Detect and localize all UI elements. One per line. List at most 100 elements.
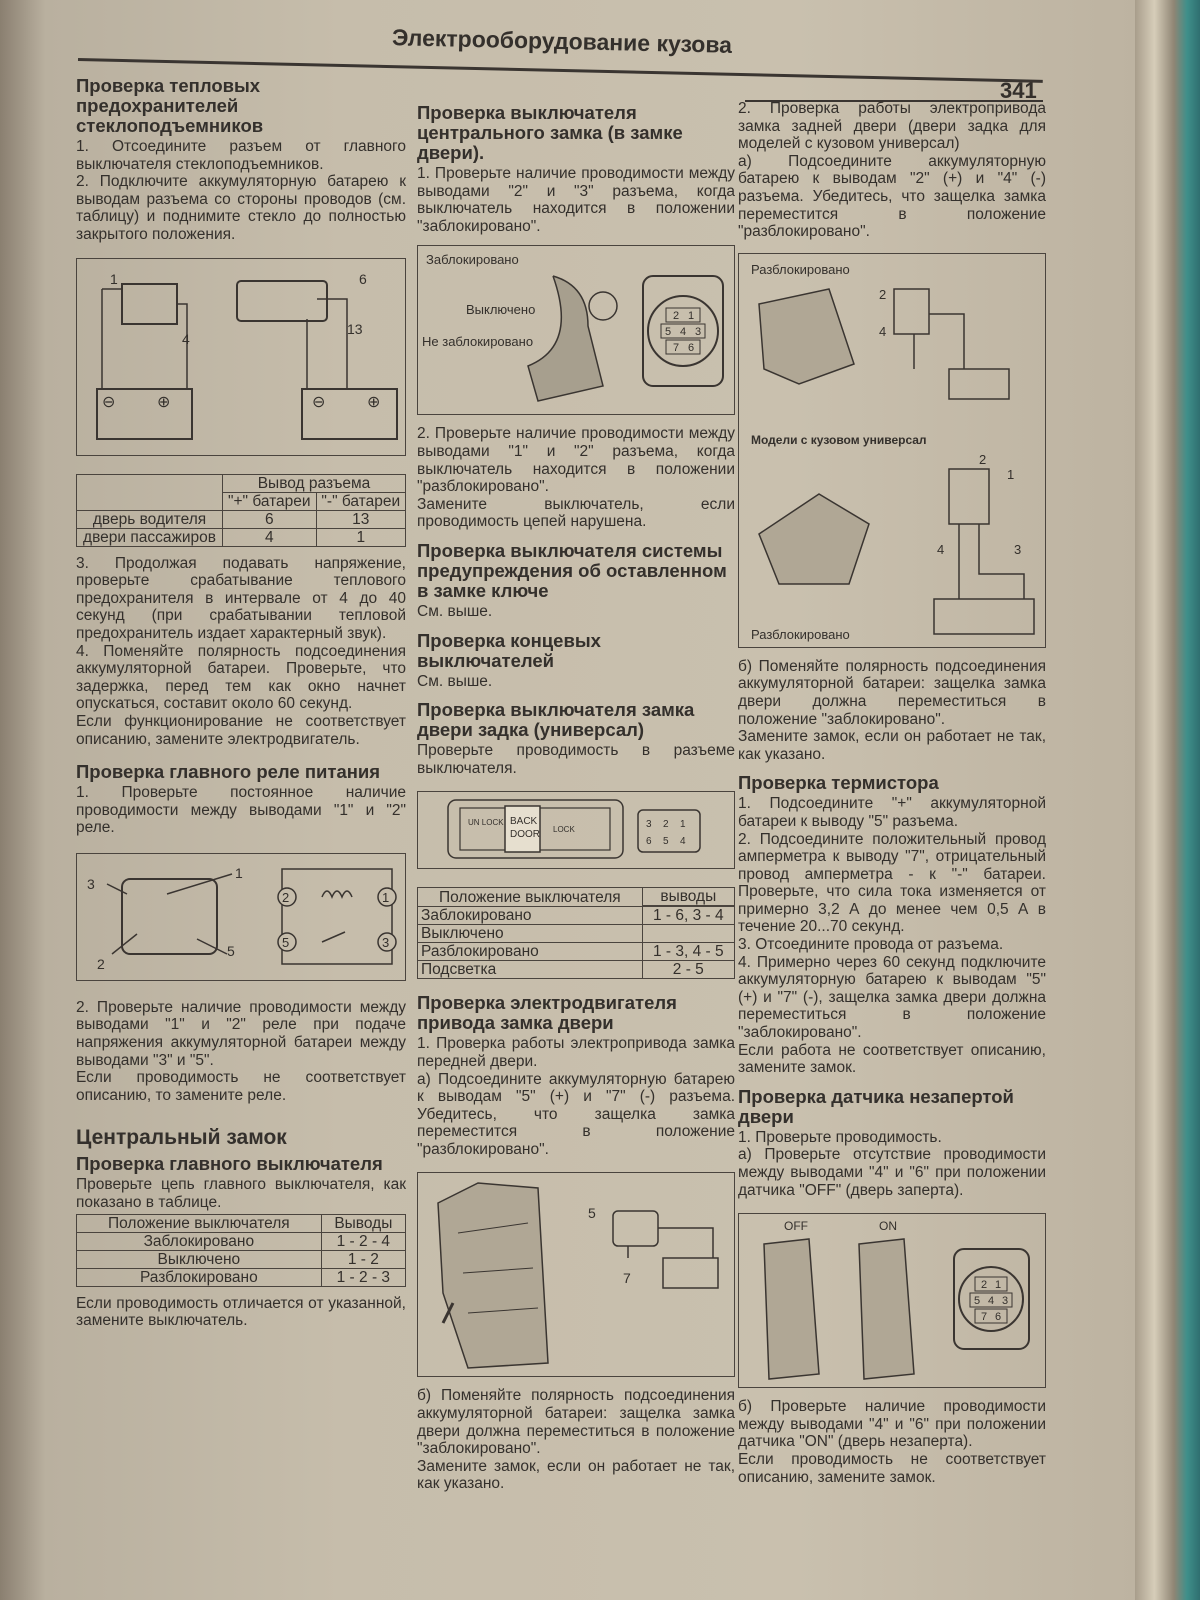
- column-3: 2. Проверка работы электропривода замка …: [738, 100, 1046, 1486]
- paragraph: Замените замок, если он работает не так,…: [738, 728, 1046, 763]
- diagram-mark: [974, 1308, 1008, 1324]
- heading-key-warning-switch: Проверка выключателя системы предупрежде…: [417, 539, 727, 601]
- diagram-mark: 1 3 2 5 2 1 5 3: [87, 865, 397, 972]
- figure-rear-lock-motor: Разблокировано 2 4 Модели с кузовом унив…: [738, 252, 1046, 648]
- diagram-mark: Разблокировано 2 4 Модели с кузовом унив…: [751, 262, 1035, 642]
- label: 2: [97, 956, 105, 972]
- label: "-" батареи: [315, 491, 407, 511]
- label: BACK: [510, 816, 538, 827]
- paragraph: 2. Подсоедините положительный провод амп…: [738, 830, 1046, 936]
- figure-window-connector: 1 4 6 13 ⊖ ⊕ ⊖ ⊕: [76, 257, 406, 456]
- figure-front-lock-motor: 5 7: [417, 1172, 735, 1378]
- label: Выключено: [417, 924, 643, 944]
- diagram-mark: [642, 275, 724, 388]
- label: 6: [359, 271, 367, 287]
- label: Подсветка: [417, 960, 643, 980]
- paragraph: Замените выключатель, если проводимость …: [417, 495, 735, 531]
- label: Разблокировано: [751, 262, 850, 277]
- label: Выключено: [76, 1249, 322, 1269]
- label: 2: [673, 310, 679, 322]
- label: 2: [282, 890, 289, 905]
- diagram-mark: [447, 799, 624, 860]
- paragraph: Замените замок, если он работает не так,…: [417, 1457, 735, 1493]
- label: 7: [981, 1311, 987, 1323]
- label: 1: [688, 310, 694, 322]
- label: 1 - 2: [320, 1249, 407, 1269]
- diagram-mark: [101, 287, 348, 389]
- diagram-mark: [913, 313, 965, 369]
- label: Заблокировано: [417, 906, 643, 926]
- diagram-mark: 1 4 6 13 ⊖ ⊕ ⊖ ⊕: [96, 271, 398, 440]
- diagram-mark: 5 7: [437, 1182, 719, 1370]
- diagram-mark: [969, 1292, 1013, 1308]
- label: Разблокировано: [751, 627, 850, 642]
- label: 5: [663, 836, 669, 847]
- diagram-mark: [437, 1182, 549, 1370]
- label: 6: [222, 509, 317, 529]
- label: 3: [695, 326, 701, 338]
- label: ⊖: [102, 394, 115, 411]
- label: 3: [382, 935, 389, 950]
- page-number: 341: [1000, 78, 1037, 103]
- heading-main-switch: Проверка главного выключателя: [76, 1153, 383, 1175]
- label: "+" батареи: [222, 491, 317, 511]
- label: ⊕: [157, 394, 170, 411]
- diagram-mark: [758, 492, 870, 585]
- paragraph: 4. Поменяйте полярность подсоединения ак…: [76, 642, 406, 713]
- section-heading-central-lock: Центральный замок: [76, 1126, 287, 1150]
- label: 5: [588, 1205, 596, 1221]
- heading-main-relay: Проверка главного реле питания: [76, 761, 381, 783]
- diagram-mark: [647, 295, 719, 368]
- diagram-mark: [974, 1276, 1008, 1292]
- diagram-mark: [637, 809, 701, 854]
- label: 4: [182, 331, 190, 347]
- diagram-mark: [627, 1227, 714, 1259]
- page-title: Электрооборудование кузова: [391, 24, 733, 58]
- diagram-mark: [958, 523, 1025, 599]
- label: 1: [382, 890, 389, 905]
- diagram-mark: [504, 805, 541, 854]
- label: [641, 924, 736, 944]
- label: 2 - 5: [641, 960, 736, 980]
- paragraph: См. выше.: [417, 672, 493, 690]
- paragraph: Если проводимость отличается от указанно…: [76, 1294, 406, 1330]
- diagram-mark: [106, 873, 233, 955]
- paragraph: 2. Проверьте наличие проводимости между …: [76, 998, 406, 1069]
- diagram-mark: Вывод разъема: [75, 473, 406, 511]
- label: 6: [995, 1311, 1001, 1323]
- diagram-mark: [948, 368, 1010, 400]
- label: 1: [315, 527, 407, 547]
- label: ⊖: [312, 394, 325, 411]
- paragraph: 1. Проверьте проводимость.: [738, 1128, 942, 1146]
- diagram-mark: [277, 932, 297, 952]
- paragraph: Если работа не соответствует описанию, з…: [738, 1041, 1046, 1077]
- label: 1: [110, 271, 118, 287]
- diagram-mark: [321, 890, 353, 899]
- paragraph: б) Проверьте наличие проводимости между …: [738, 1398, 1046, 1451]
- paragraph: 2. Проверьте наличие проводимости между …: [417, 425, 735, 496]
- label: Выводы: [320, 1213, 407, 1233]
- label: 2: [663, 819, 669, 830]
- label: 6: [688, 342, 694, 354]
- paragraph: 2. Проверка работы электропривода замка …: [738, 100, 1046, 153]
- label: 5: [974, 1295, 980, 1307]
- paragraph: 1. Подсоедините "+" аккумуляторной батар…: [738, 795, 1046, 830]
- column-1: Проверка тепловых предохранителей стекло…: [75, 66, 407, 1330]
- diagram-mark: [958, 1266, 1024, 1333]
- book-page: Электрооборудование кузова 341 Проверка …: [0, 0, 1135, 1600]
- book-edge: [1135, 0, 1200, 1600]
- heading-thermistor: Проверка термистора: [738, 772, 939, 794]
- label: Не заблокировано: [422, 334, 533, 349]
- label: 2: [981, 1279, 987, 1291]
- paragraph: 1. Отсоедините разъем от главного выключ…: [76, 138, 406, 173]
